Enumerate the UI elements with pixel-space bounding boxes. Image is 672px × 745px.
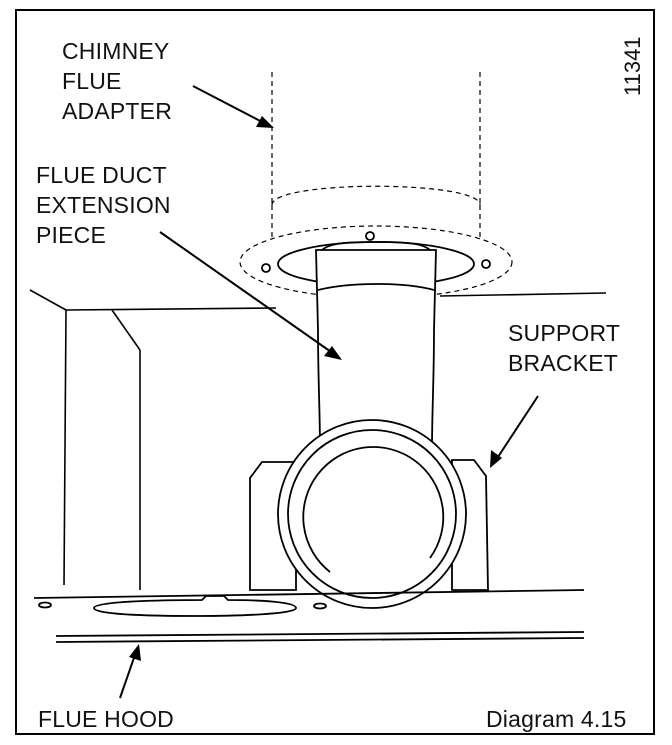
label-support-bracket: SUPPORT BRACKET [508, 318, 620, 378]
flue-duct-extension [261, 231, 491, 451]
boiler-case [29, 289, 607, 590]
label-line: CHIMNEY [62, 38, 170, 64]
label-arrows [119, 85, 539, 699]
label-line: FLUE HOOD [38, 706, 174, 732]
label-line: BRACKET [508, 350, 619, 376]
label-chimney-flue-adapter: CHIMNEY FLUE ADAPTER [62, 36, 172, 126]
diagram-caption: Diagram 4.15 [486, 706, 627, 732]
flue-hood-base [33, 589, 585, 643]
label-line: FLUE [62, 68, 122, 94]
label-line: PIECE [36, 222, 107, 248]
label-flue-duct-extension-piece: FLUE DUCT EXTENSION PIECE [36, 160, 171, 250]
label-line: FLUE DUCT [36, 162, 167, 188]
figure-border [15, 9, 655, 735]
label-line: EXTENSION [36, 192, 171, 218]
drawing-id-code: 11341 [620, 36, 645, 96]
label-line: ADAPTER [62, 98, 173, 124]
flue-elbow-outlet [277, 419, 467, 609]
label-flue-hood: FLUE HOOD [38, 704, 174, 734]
label-line: SUPPORT [508, 320, 621, 346]
